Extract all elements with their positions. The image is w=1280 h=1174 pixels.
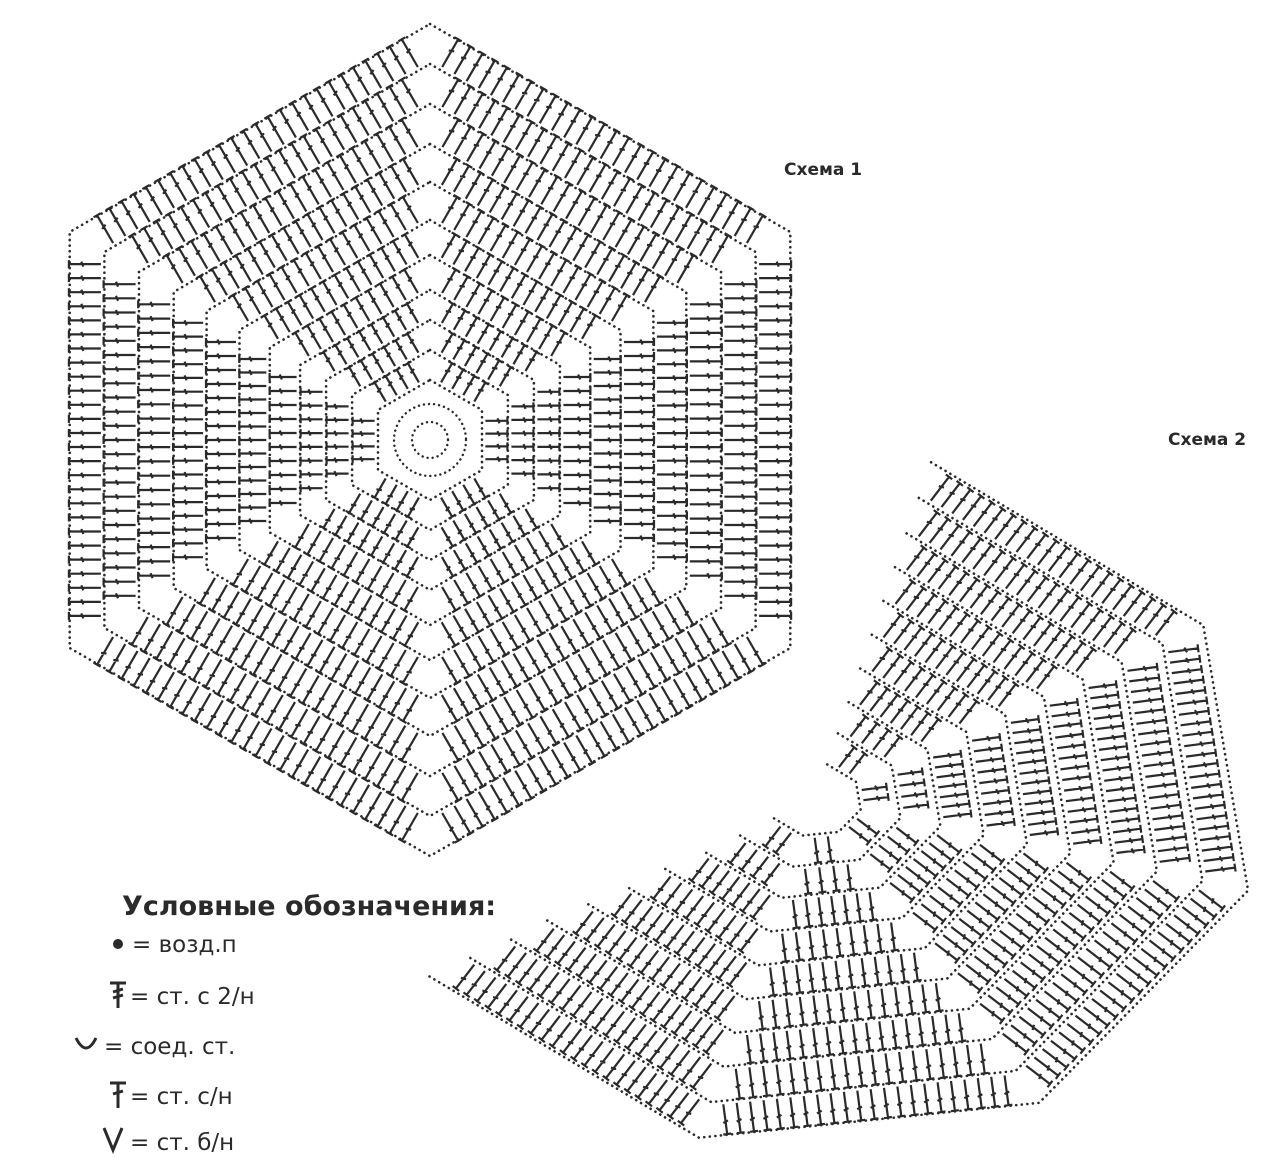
scheme-1-stitch-marks [69,37,791,842]
legend-row-single-crochet: = ст. с/н [110,1082,233,1110]
scheme-2-wedge-chart [427,462,1248,1137]
scheme-1-chain-round-2 [352,350,508,530]
scheme-1-chain-round-5 [270,255,590,625]
single-crochet-icon [110,1082,126,1108]
scheme-1-chain-round-10 [104,64,755,816]
legend-text-treble-v: = ст. б/н [130,1130,234,1156]
legend-title: Условные обозначения: [122,891,496,922]
legend-row-treble-v: = ст. б/н [104,1128,234,1156]
scheme-2-chain-round-1 [774,765,861,836]
scheme-1-center-ring-1 [412,422,448,458]
legend-row-slip-stitch: = соед. ст. [76,1034,235,1060]
scheme-2-chain-round-2 [738,733,900,866]
scheme-1-chain-round-6 [240,220,621,660]
scheme-1-hexagon-chart [69,24,791,856]
legend-row-double-crochet: = ст. с 2/н [110,982,255,1010]
treble-v-icon [104,1128,122,1150]
scheme-1-chain-round-4 [300,290,560,590]
slip-stitch-arc-icon [76,1038,96,1048]
scheme-1-stitches [69,37,791,842]
legend: Условные обозначения: = возд.п = ст. с 2… [76,891,496,1156]
double-crochet-icon [110,982,126,1008]
scheme-1-center-ring-2 [394,404,466,476]
legend-text-single-crochet: = ст. с/н [130,1084,233,1110]
scheme-2-label: Схема 2 [1168,430,1246,450]
legend-text-slip-stitch: = соед. ст. [104,1034,235,1060]
legend-text-double-crochet: = ст. с 2/н [130,984,255,1010]
legend-text-chain: = возд.п [132,932,237,958]
scheme-1-label: Схема 1 [784,160,862,180]
legend-row-chain: = возд.п [113,932,237,958]
scheme-1-chain-round-7 [207,182,654,698]
scheme-2-chain-round-5 [625,635,1027,966]
scheme-1-chain-round-11 [70,24,791,856]
chain-dot-icon [113,939,123,949]
